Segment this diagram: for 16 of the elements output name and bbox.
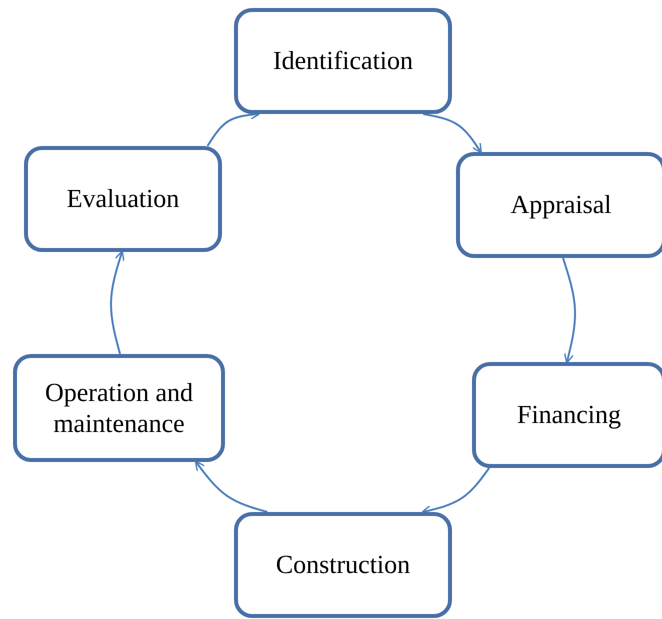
arrow [110, 250, 125, 354]
box-label: Identification [272, 44, 414, 77]
box-label: Evaluation [66, 182, 180, 215]
box-label: Financing [517, 398, 621, 431]
arrow [562, 258, 576, 364]
process-box [456, 152, 662, 258]
process-box [234, 512, 452, 618]
process-box [13, 354, 225, 462]
box-label: Construction [276, 548, 410, 581]
arrow [194, 460, 268, 513]
arrow [423, 113, 482, 154]
process-box [472, 362, 662, 468]
process-box [234, 8, 452, 114]
box-label: Appraisal [510, 188, 612, 221]
box-label: Operation and maintenance [44, 376, 194, 440]
process-box [24, 146, 222, 252]
